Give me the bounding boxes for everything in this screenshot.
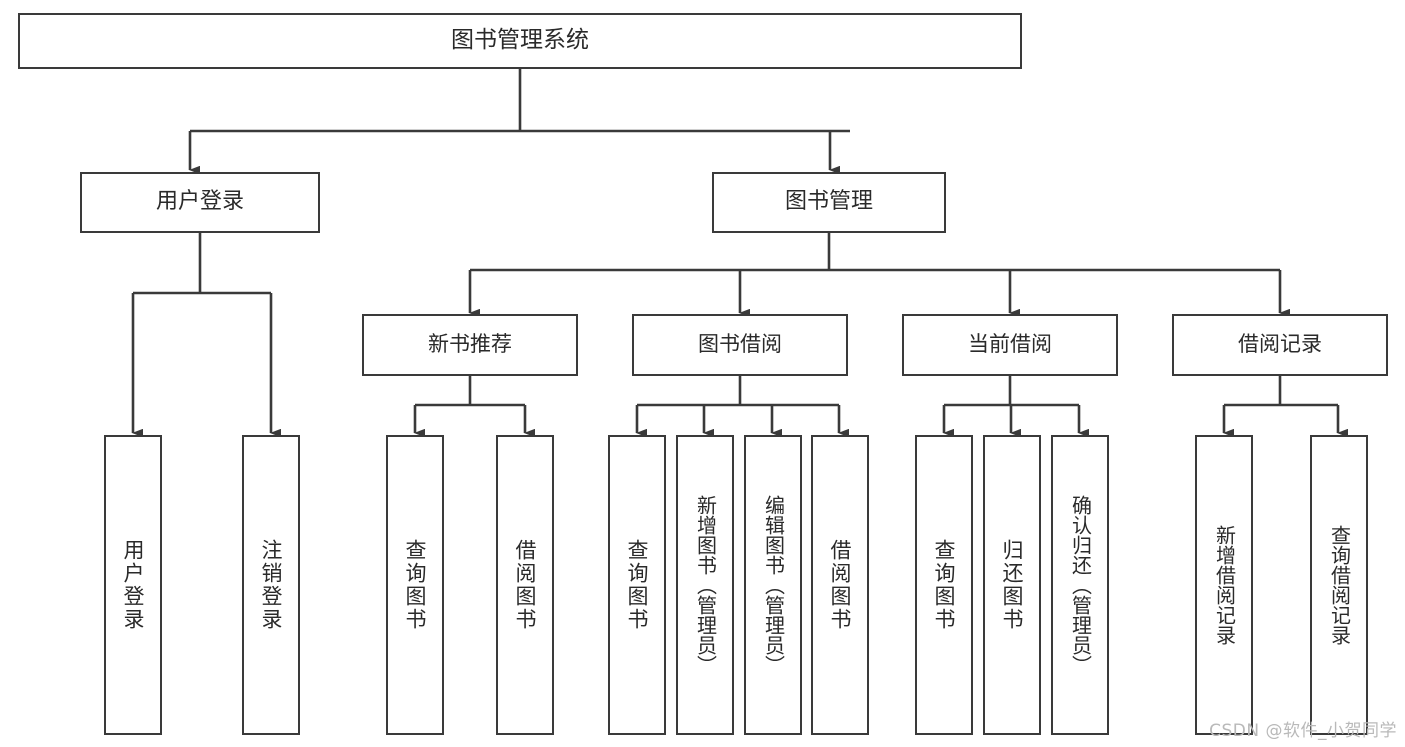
node-leaf-borrow-book-1[interactable]: 借阅图书: [496, 435, 554, 735]
node-label: 注销登录: [259, 539, 284, 631]
node-label: 用户登录: [121, 539, 146, 631]
node-leaf-user-login[interactable]: 用户登录: [104, 435, 162, 735]
node-leaf-query-book-3[interactable]: 查询图书: [915, 435, 973, 735]
node-label: 借阅图书: [828, 539, 853, 631]
node-label: 当前借阅: [968, 332, 1052, 357]
node-label: 归还图书: [1000, 539, 1025, 631]
node-root-system[interactable]: 图书管理系统: [18, 13, 1022, 69]
node-new-book-recommend[interactable]: 新书推荐: [362, 314, 578, 376]
node-label: 确认归还（管理员）: [1068, 495, 1093, 675]
node-leaf-query-book-2[interactable]: 查询图书: [608, 435, 666, 735]
node-user-login[interactable]: 用户登录: [80, 172, 320, 233]
node-label: 查询图书: [625, 539, 650, 631]
node-label: 查询图书: [932, 539, 957, 631]
node-label: 新增借阅记录: [1212, 525, 1237, 645]
node-leaf-confirm-return[interactable]: 确认归还（管理员）: [1051, 435, 1109, 735]
node-label: 用户登录: [155, 189, 244, 215]
node-label: 新增图书（管理员）: [693, 495, 718, 675]
node-leaf-borrow-book-2[interactable]: 借阅图书: [811, 435, 869, 735]
node-book-manage[interactable]: 图书管理: [712, 172, 946, 233]
node-leaf-edit-book[interactable]: 编辑图书（管理员）: [744, 435, 802, 735]
node-label: 图书借阅: [698, 332, 782, 357]
node-leaf-query-book-1[interactable]: 查询图书: [386, 435, 444, 735]
node-leaf-return-book[interactable]: 归还图书: [983, 435, 1041, 735]
node-label: 图书管理系统: [451, 27, 589, 54]
node-current-borrow[interactable]: 当前借阅: [902, 314, 1118, 376]
node-book-borrow[interactable]: 图书借阅: [632, 314, 848, 376]
node-label: 查询图书: [403, 539, 428, 631]
node-label: 查询借阅记录: [1327, 525, 1352, 645]
node-leaf-query-record[interactable]: 查询借阅记录: [1310, 435, 1368, 735]
node-label: 编辑图书（管理员）: [761, 495, 786, 675]
node-label: 借阅记录: [1238, 332, 1322, 357]
node-leaf-add-book[interactable]: 新增图书（管理员）: [676, 435, 734, 735]
node-label: 借阅图书: [513, 539, 538, 631]
node-leaf-logout-login[interactable]: 注销登录: [242, 435, 300, 735]
node-label: 图书管理: [784, 189, 873, 215]
node-borrow-record[interactable]: 借阅记录: [1172, 314, 1388, 376]
node-label: 新书推荐: [428, 332, 512, 357]
node-leaf-add-record[interactable]: 新增借阅记录: [1195, 435, 1253, 735]
